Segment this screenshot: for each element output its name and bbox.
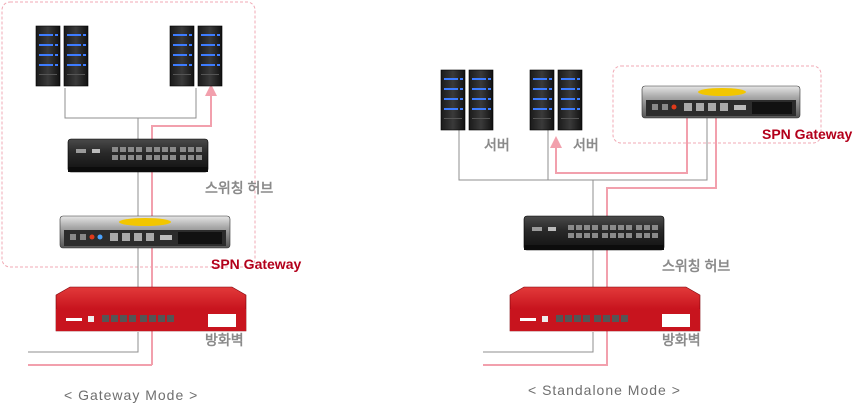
standalone-links bbox=[458, 118, 717, 366]
standalone-dashed-zone bbox=[612, 65, 822, 144]
gateway-mode-caption: < Gateway Mode > bbox=[64, 387, 199, 403]
server-label-1: 서버 bbox=[484, 137, 510, 153]
pink-link-gateway-switch bbox=[483, 118, 717, 366]
pink-arrow-up-right bbox=[550, 136, 562, 148]
server-label-2: 서버 bbox=[573, 137, 599, 153]
switching-hub-label-right: 스위칭 허브 bbox=[662, 258, 731, 274]
gray-link-servers bbox=[64, 88, 197, 119]
server-group-left-1 bbox=[36, 26, 88, 86]
pink-arrow-up bbox=[205, 84, 217, 96]
standalone-mode-caption: < Standalone Mode > bbox=[528, 382, 681, 398]
spn-gateway-right bbox=[641, 85, 801, 119]
gray-link-external-right bbox=[483, 332, 594, 353]
spn-gateway-left bbox=[59, 215, 231, 249]
gray-link-external bbox=[28, 332, 139, 353]
firewall-right bbox=[509, 286, 701, 332]
gateway-mode-diagram bbox=[1, 1, 256, 366]
gray-link-servers-right bbox=[458, 118, 708, 181]
server-group-left-2 bbox=[170, 26, 222, 86]
switching-hub-right bbox=[523, 215, 665, 251]
server-group-right-1 bbox=[441, 70, 493, 130]
firewall-label-right: 방화벽 bbox=[662, 332, 701, 348]
server-group-right-2 bbox=[530, 70, 582, 130]
pink-link-gateway-server bbox=[555, 118, 688, 174]
switching-hub-left bbox=[67, 138, 209, 173]
standalone-mode-diagram bbox=[441, 65, 822, 366]
spn-gateway-label-left: SPN Gateway bbox=[211, 256, 302, 272]
switching-hub-label-left: 스위칭 허브 bbox=[205, 180, 274, 196]
firewall-label-left: 방화벽 bbox=[205, 332, 244, 348]
firewall-left bbox=[55, 286, 247, 332]
spn-gateway-label-right: SPN Gateway bbox=[762, 126, 853, 142]
